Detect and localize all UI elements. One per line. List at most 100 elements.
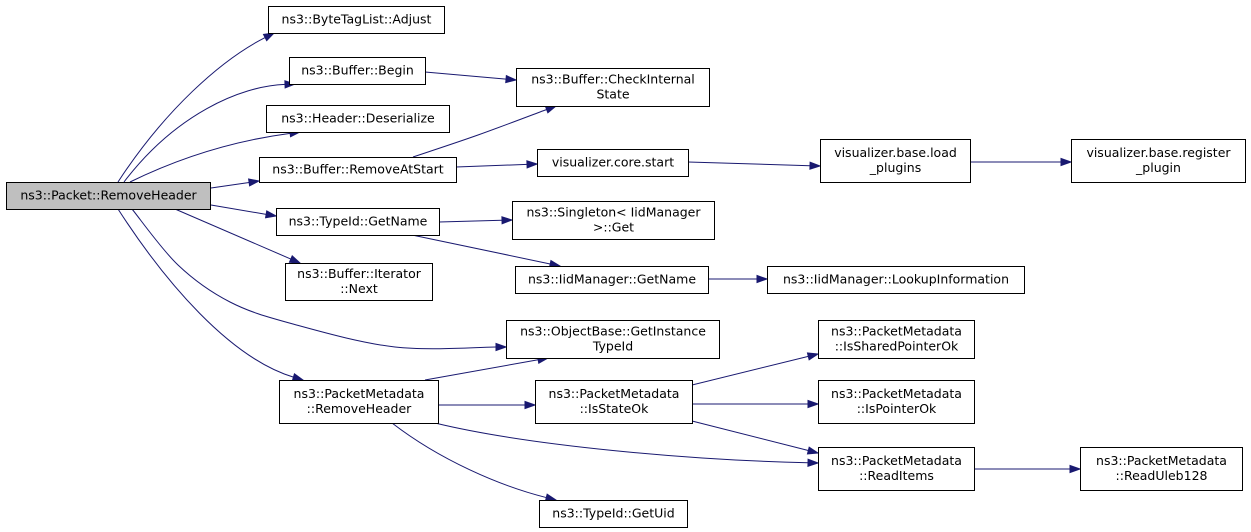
node-box xyxy=(259,157,457,183)
arrowhead xyxy=(756,274,769,284)
node-root: ns3::Packet::RemoveHeader xyxy=(6,182,211,210)
node-label: ns3::Buffer::RemoveAtStart xyxy=(272,162,444,177)
node-box xyxy=(512,201,715,240)
arrowhead xyxy=(807,458,820,467)
node-label: ns3::Header::Deserialize xyxy=(281,111,435,126)
arrowhead xyxy=(807,399,820,409)
node-buffer-begin[interactable]: ns3::Buffer::Begin xyxy=(289,57,426,85)
node-box xyxy=(535,380,693,424)
arrowhead xyxy=(1060,157,1073,167)
arrowhead xyxy=(1069,464,1082,474)
node-box xyxy=(818,320,975,359)
node-label: ns3::PacketMetadata xyxy=(294,386,425,401)
arrowhead xyxy=(501,216,514,225)
edge-pm_isstateok-to-pm_readitems xyxy=(691,420,820,455)
node-box xyxy=(515,266,709,294)
node-label: ns3::PacketMetadata xyxy=(831,324,962,339)
node-label: ::RemoveHeader xyxy=(307,401,413,416)
node-vis-base-register[interactable]: visualizer.base.register_plugin xyxy=(1071,139,1246,183)
edge-pm_isstateok-to-pm_issharedpointerok xyxy=(691,352,820,386)
node-label: ns3::ObjectBase::GetInstance xyxy=(520,324,706,339)
node-header-deserialize[interactable]: ns3::Header::Deserialize xyxy=(266,105,450,133)
nodes: ns3::Packet::RemoveHeader ns3::ByteTagLis… xyxy=(6,6,1246,528)
edge-pm_readitems-to-pm_readuleb128 xyxy=(974,464,1082,474)
edge-pm_isstateok-to-pm_ispointerok xyxy=(692,399,820,409)
node-label: ns3::ByteTagList::Adjust xyxy=(282,12,432,27)
node-label: visualizer.base.load xyxy=(834,145,957,160)
edge-line xyxy=(424,71,507,80)
edge-line xyxy=(691,420,809,452)
edge-vis_base_load-to-vis_base_register xyxy=(970,157,1073,167)
node-bytetag-adjust[interactable]: ns3::ByteTagList::Adjust xyxy=(268,6,445,34)
node-box xyxy=(539,500,688,528)
node-box xyxy=(537,149,689,177)
node-typeid-getuid[interactable]: ns3::TypeId::GetUid xyxy=(539,500,688,528)
arrowhead xyxy=(526,160,539,169)
node-typeid-getname[interactable]: ns3::TypeId::GetName xyxy=(276,208,440,236)
node-label: ns3::PacketMetadata xyxy=(831,453,962,468)
node-iid-getname[interactable]: ns3::IidManager::GetName xyxy=(515,266,709,294)
node-pm-isstateok[interactable]: ns3::PacketMetadata::IsStateOk xyxy=(535,380,693,424)
edge-line xyxy=(424,359,539,381)
node-pm-issharedpointerok[interactable]: ns3::PacketMetadata::IsSharedPointerOk xyxy=(818,320,975,359)
edge-pm_removeheader-to-pm_readitems xyxy=(434,422,820,467)
arrowhead xyxy=(809,161,822,170)
node-box xyxy=(818,447,975,491)
node-label: ns3::IidManager::LookupInformation xyxy=(783,272,1009,287)
edge-line xyxy=(174,208,292,260)
edge-line xyxy=(117,37,266,183)
node-label: _plugins xyxy=(869,160,921,175)
edge-pm_removeheader-to-pm_isstateok xyxy=(438,400,537,410)
node-iid-lookup[interactable]: ns3::IidManager::LookupInformation xyxy=(767,266,1025,294)
edge-root-to-pm_removeheader xyxy=(117,208,305,381)
edge-line xyxy=(129,132,291,183)
edge-line xyxy=(131,208,497,350)
arrowhead xyxy=(291,372,305,381)
node-label: ns3::PacketMetadata xyxy=(831,386,962,401)
node-box xyxy=(820,139,971,183)
node-label: visualizer.base.register xyxy=(1086,145,1231,160)
arrowhead xyxy=(544,105,558,114)
node-label: ns3::Packet::RemoveHeader xyxy=(20,188,197,203)
edge-line xyxy=(411,234,551,265)
node-vis-core-start[interactable]: visualizer.core.start xyxy=(537,149,689,177)
node-box xyxy=(6,182,211,210)
node-box xyxy=(1071,139,1246,183)
node-pm-readitems[interactable]: ns3::PacketMetadata::ReadItems xyxy=(818,447,975,491)
node-label: ns3::Buffer::CheckInternal xyxy=(531,72,695,87)
node-label: ::ReadUleb128 xyxy=(1116,468,1208,483)
node-vis-base-load[interactable]: visualizer.base.load_plugins xyxy=(820,139,971,183)
edge-line xyxy=(691,355,809,386)
edge-root-to-bytetag_adjust xyxy=(117,32,276,183)
node-pm-removeheader[interactable]: ns3::PacketMetadata::RemoveHeader xyxy=(279,380,439,424)
edge-line xyxy=(438,219,503,223)
arrowhead xyxy=(524,400,537,410)
node-pm-readuleb128[interactable]: ns3::PacketMetadata::ReadUleb128 xyxy=(1080,447,1243,491)
node-singleton-get[interactable]: ns3::Singleton< IidManager>::Get xyxy=(512,201,715,240)
node-box xyxy=(279,380,439,424)
edge-iid_getname-to-iid_lookup xyxy=(708,274,769,284)
node-box xyxy=(266,105,450,133)
node-box xyxy=(276,208,440,236)
node-label: ::IsStateOk xyxy=(580,401,650,416)
node-box xyxy=(289,57,426,85)
node-buffer-removeatstart[interactable]: ns3::Buffer::RemoveAtStart xyxy=(259,157,457,183)
node-box xyxy=(506,320,720,359)
edge-pm_removeheader-to-objectbase_getinstance xyxy=(424,355,550,381)
edge-pm_removeheader-to-typeid_getuid xyxy=(391,422,558,502)
arrowhead xyxy=(505,74,518,84)
node-iterator-next[interactable]: ns3::Buffer::Iterator::Next xyxy=(285,263,433,301)
node-label: State xyxy=(596,87,629,102)
arrowhead xyxy=(262,32,276,42)
node-label: ns3::IidManager::GetName xyxy=(528,272,696,287)
edge-vis_core_start-to-vis_base_load xyxy=(687,161,822,170)
edge-root-to-typeid_getname xyxy=(210,204,278,219)
node-pm-ispointerok[interactable]: ns3::PacketMetadata::IsPointerOk xyxy=(818,380,975,424)
node-label: ns3::Buffer::Begin xyxy=(301,63,414,78)
arrowhead xyxy=(264,210,278,219)
node-box xyxy=(818,380,975,424)
edge-buffer_begin-to-buffer_check xyxy=(424,71,518,84)
node-label: ::IsPointerOk xyxy=(857,401,937,416)
